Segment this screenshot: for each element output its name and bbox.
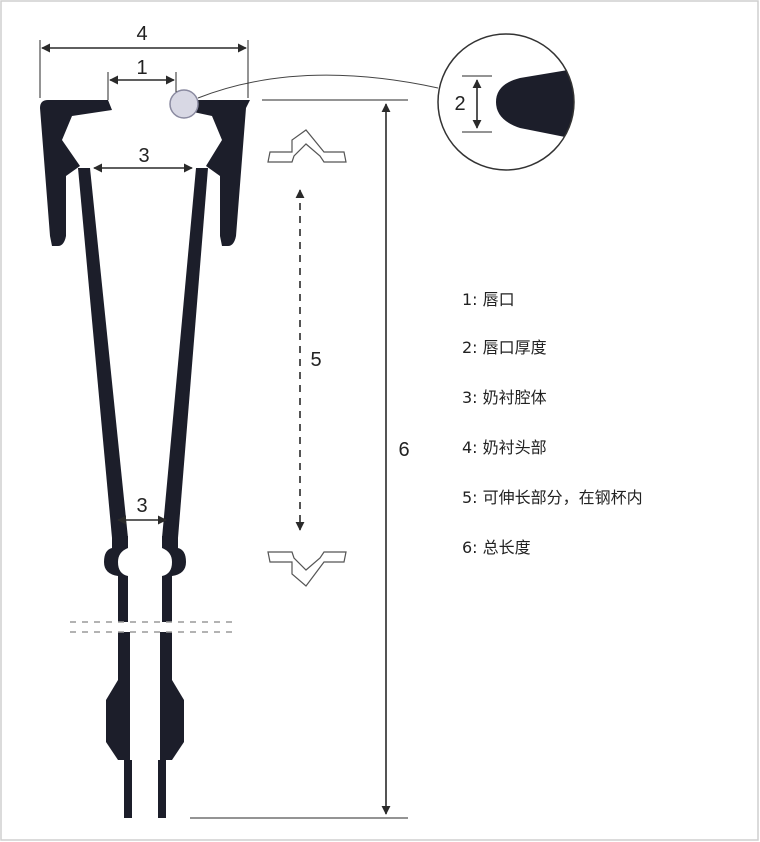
extension-marker-bottom (267, 551, 347, 587)
dim-label-3-top: 3 (138, 145, 149, 167)
dimension-5 (267, 129, 347, 587)
short-tube-left-lower (118, 632, 130, 680)
lip-zoom-magnifier: 2 (437, 33, 575, 171)
legend-item: 5: 可伸长部分，在钢杯内 (462, 488, 643, 507)
dim-label-3-bottom: 3 (136, 495, 147, 517)
legend-item: 6: 总长度 (462, 538, 531, 557)
zoomed-lip (496, 68, 574, 140)
break-lines (70, 621, 232, 633)
liner-barrel-left-wall (78, 168, 128, 538)
dimension-1 (107, 72, 177, 100)
dim-label-4: 4 (136, 23, 147, 45)
short-tube-left-bulge (106, 680, 130, 760)
short-tube-right-end (158, 760, 166, 818)
legend-item: 3: 奶衬腔体 (462, 388, 547, 407)
dim-label-1: 1 (136, 57, 147, 79)
legend-item: 4: 奶衬头部 (462, 438, 547, 457)
short-tube-right-lower (160, 632, 172, 680)
short-tube-right-bulge (160, 680, 184, 760)
short-tube-left-wall (104, 536, 128, 622)
short-tube-left-end (124, 760, 132, 818)
dimension-6 (190, 99, 408, 819)
lip-highlight-circle (169, 89, 199, 119)
legend-item: 2: 唇口厚度 (462, 338, 547, 357)
extension-marker-top (267, 129, 347, 163)
dim-label-6: 6 (398, 439, 409, 461)
dim-label-2: 2 (454, 93, 465, 115)
dimension-4 (39, 40, 249, 98)
legend-item: 1: 唇口 (462, 290, 515, 309)
liner-barrel-right-wall (162, 168, 208, 538)
liner-head-right (180, 100, 250, 246)
zoom-connector-line (197, 74, 439, 99)
liner-head-left (40, 100, 112, 246)
short-tube-right-wall (162, 536, 186, 622)
dim-label-5: 5 (310, 349, 321, 371)
liner-cross-section (40, 100, 250, 818)
